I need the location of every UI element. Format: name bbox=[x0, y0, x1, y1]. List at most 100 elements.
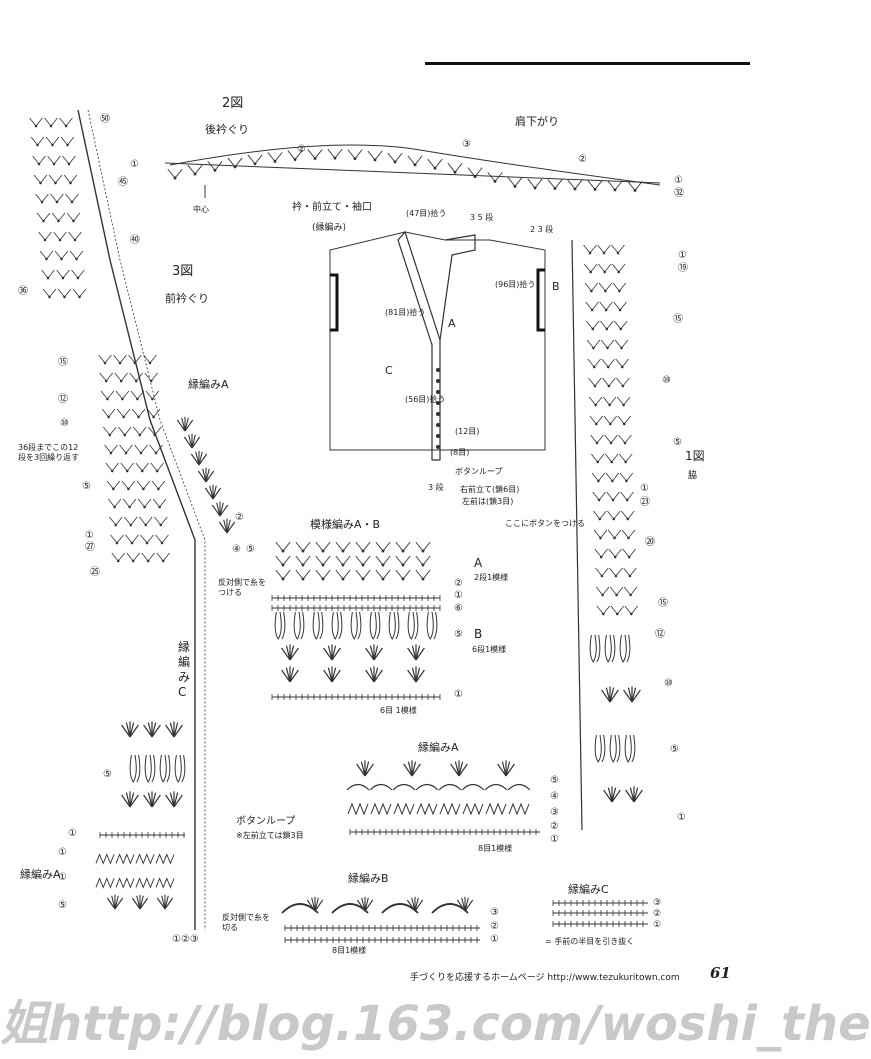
tri-stitch bbox=[48, 174, 63, 185]
button-dot bbox=[436, 401, 440, 405]
tri-stitch bbox=[45, 136, 60, 147]
fig1-row-label: ① bbox=[640, 483, 649, 494]
collar-button-loop: ボタンループ bbox=[455, 467, 503, 476]
tri-stitch bbox=[54, 250, 69, 261]
collar-pick-81: (81目)拾う bbox=[385, 307, 425, 317]
top-rule bbox=[425, 62, 750, 65]
edge-a-row-5: ⑤ bbox=[550, 775, 559, 786]
tri-stitch bbox=[335, 569, 351, 581]
fig2-title: 2図 bbox=[222, 96, 243, 111]
tri-stitch bbox=[607, 180, 623, 192]
fig1-subtitle: 脇 bbox=[688, 470, 697, 481]
fig3-row-27: ㉗ bbox=[85, 541, 95, 553]
fig3-repeat-note: 36段までこの12段を3回繰り返す bbox=[18, 443, 80, 462]
tri-stitch bbox=[395, 555, 411, 567]
lowerleft-row-5: ⑤ bbox=[103, 769, 112, 780]
edge-a-bottom: 8目1模様 bbox=[478, 843, 512, 853]
tri-stitch bbox=[130, 390, 145, 401]
tri-stitch bbox=[315, 569, 331, 581]
fig2-back-neck-label: 後衿ぐり bbox=[205, 122, 249, 136]
fig3-row-40: ㊵ bbox=[130, 234, 140, 246]
fig3-attach-note: 反対側で糸をつける bbox=[218, 578, 266, 597]
tri-stitch bbox=[143, 354, 157, 365]
tri-stitch bbox=[592, 510, 607, 521]
button-dot bbox=[436, 412, 440, 416]
tri-stitch bbox=[606, 510, 621, 521]
arc-stitch bbox=[438, 783, 462, 791]
tri-stitch bbox=[611, 244, 625, 255]
tri-stitch bbox=[136, 480, 151, 491]
arc-stitch bbox=[369, 783, 393, 791]
collar-count-8: (8目) bbox=[450, 448, 469, 457]
tri-stitch bbox=[395, 541, 411, 553]
tri-stitch bbox=[603, 415, 618, 426]
fig1-title: 1図 bbox=[685, 449, 705, 463]
scallop-stitch bbox=[135, 877, 155, 888]
tri-stitch bbox=[315, 541, 331, 553]
fan-stitch bbox=[356, 759, 374, 777]
tri-stitch bbox=[592, 491, 606, 502]
tri-stitch bbox=[114, 372, 128, 383]
tri-stitch bbox=[113, 354, 127, 365]
tri-stitch bbox=[527, 178, 543, 190]
tri-stitch bbox=[627, 180, 643, 193]
tri-stitch bbox=[605, 472, 620, 483]
tri-stitch bbox=[607, 529, 622, 540]
edge-c-row-2: ② bbox=[653, 909, 661, 919]
tri-stitch bbox=[41, 269, 55, 280]
tri-stitch bbox=[415, 555, 431, 567]
tri-stitch bbox=[615, 358, 630, 369]
tri-stitch bbox=[586, 339, 601, 350]
chain-line bbox=[571, 239, 583, 831]
tri-stitch bbox=[120, 462, 134, 473]
tri-stitch bbox=[111, 552, 125, 563]
edge-b-row-3: ③ bbox=[490, 907, 499, 918]
loopv-stitch bbox=[624, 734, 636, 763]
fan-stitch bbox=[204, 484, 222, 500]
fig2-row-2: ② bbox=[297, 144, 306, 155]
collar-pick-47: (47目)拾う bbox=[406, 208, 446, 218]
collar-label-c: C bbox=[385, 364, 393, 377]
scallop-stitch bbox=[95, 853, 115, 864]
tri-stitch bbox=[307, 149, 323, 161]
pattern-label-a: A bbox=[474, 556, 483, 570]
fig2-row-32: ㉜ bbox=[674, 187, 684, 199]
fan-stitch bbox=[156, 894, 174, 910]
tri-stitch bbox=[623, 586, 638, 597]
tri-stitch bbox=[119, 444, 133, 455]
tri-stitch bbox=[57, 288, 72, 299]
tri-stitch bbox=[115, 390, 130, 401]
tri-stitch bbox=[583, 263, 598, 274]
tri-stitch bbox=[295, 569, 311, 581]
tri-stitch bbox=[36, 212, 51, 223]
tri-stitch bbox=[609, 586, 624, 597]
tri-stitch bbox=[152, 498, 167, 509]
tri-stitch bbox=[595, 567, 609, 578]
tri-stitch bbox=[609, 567, 623, 578]
edge-a-title: 縁編みA bbox=[418, 740, 459, 754]
pattern-row-2: ② bbox=[454, 578, 463, 589]
scallop-stitch bbox=[370, 803, 392, 815]
pattern-bottom: 6目 1模様 bbox=[380, 705, 417, 715]
edge-a-row-4: ④ bbox=[550, 791, 559, 802]
tri-stitch bbox=[596, 605, 611, 616]
fig2-row-1: ① bbox=[130, 159, 139, 170]
arc-stitch bbox=[346, 783, 370, 791]
loopv-stitch bbox=[312, 611, 324, 640]
loopv-stitch bbox=[609, 734, 621, 763]
fig1-row-label: ⑲ bbox=[678, 262, 688, 274]
fan-stitch bbox=[622, 685, 642, 703]
lowerleft-bottom-rows: ①②③ bbox=[172, 934, 199, 945]
fig3-row-45: ㊺ bbox=[118, 176, 128, 188]
fan-stitch bbox=[407, 643, 425, 661]
collar-label-b: B bbox=[552, 280, 560, 293]
tri-stitch bbox=[588, 396, 603, 407]
tri-stitch bbox=[375, 541, 391, 553]
tri-stitch bbox=[487, 171, 503, 184]
tri-stitch bbox=[121, 480, 136, 491]
edge-a-row-3: ③ bbox=[550, 807, 559, 818]
collar-count-12: (12目) bbox=[455, 427, 479, 436]
fan-stitch bbox=[120, 720, 139, 738]
tri-stitch bbox=[32, 155, 46, 166]
